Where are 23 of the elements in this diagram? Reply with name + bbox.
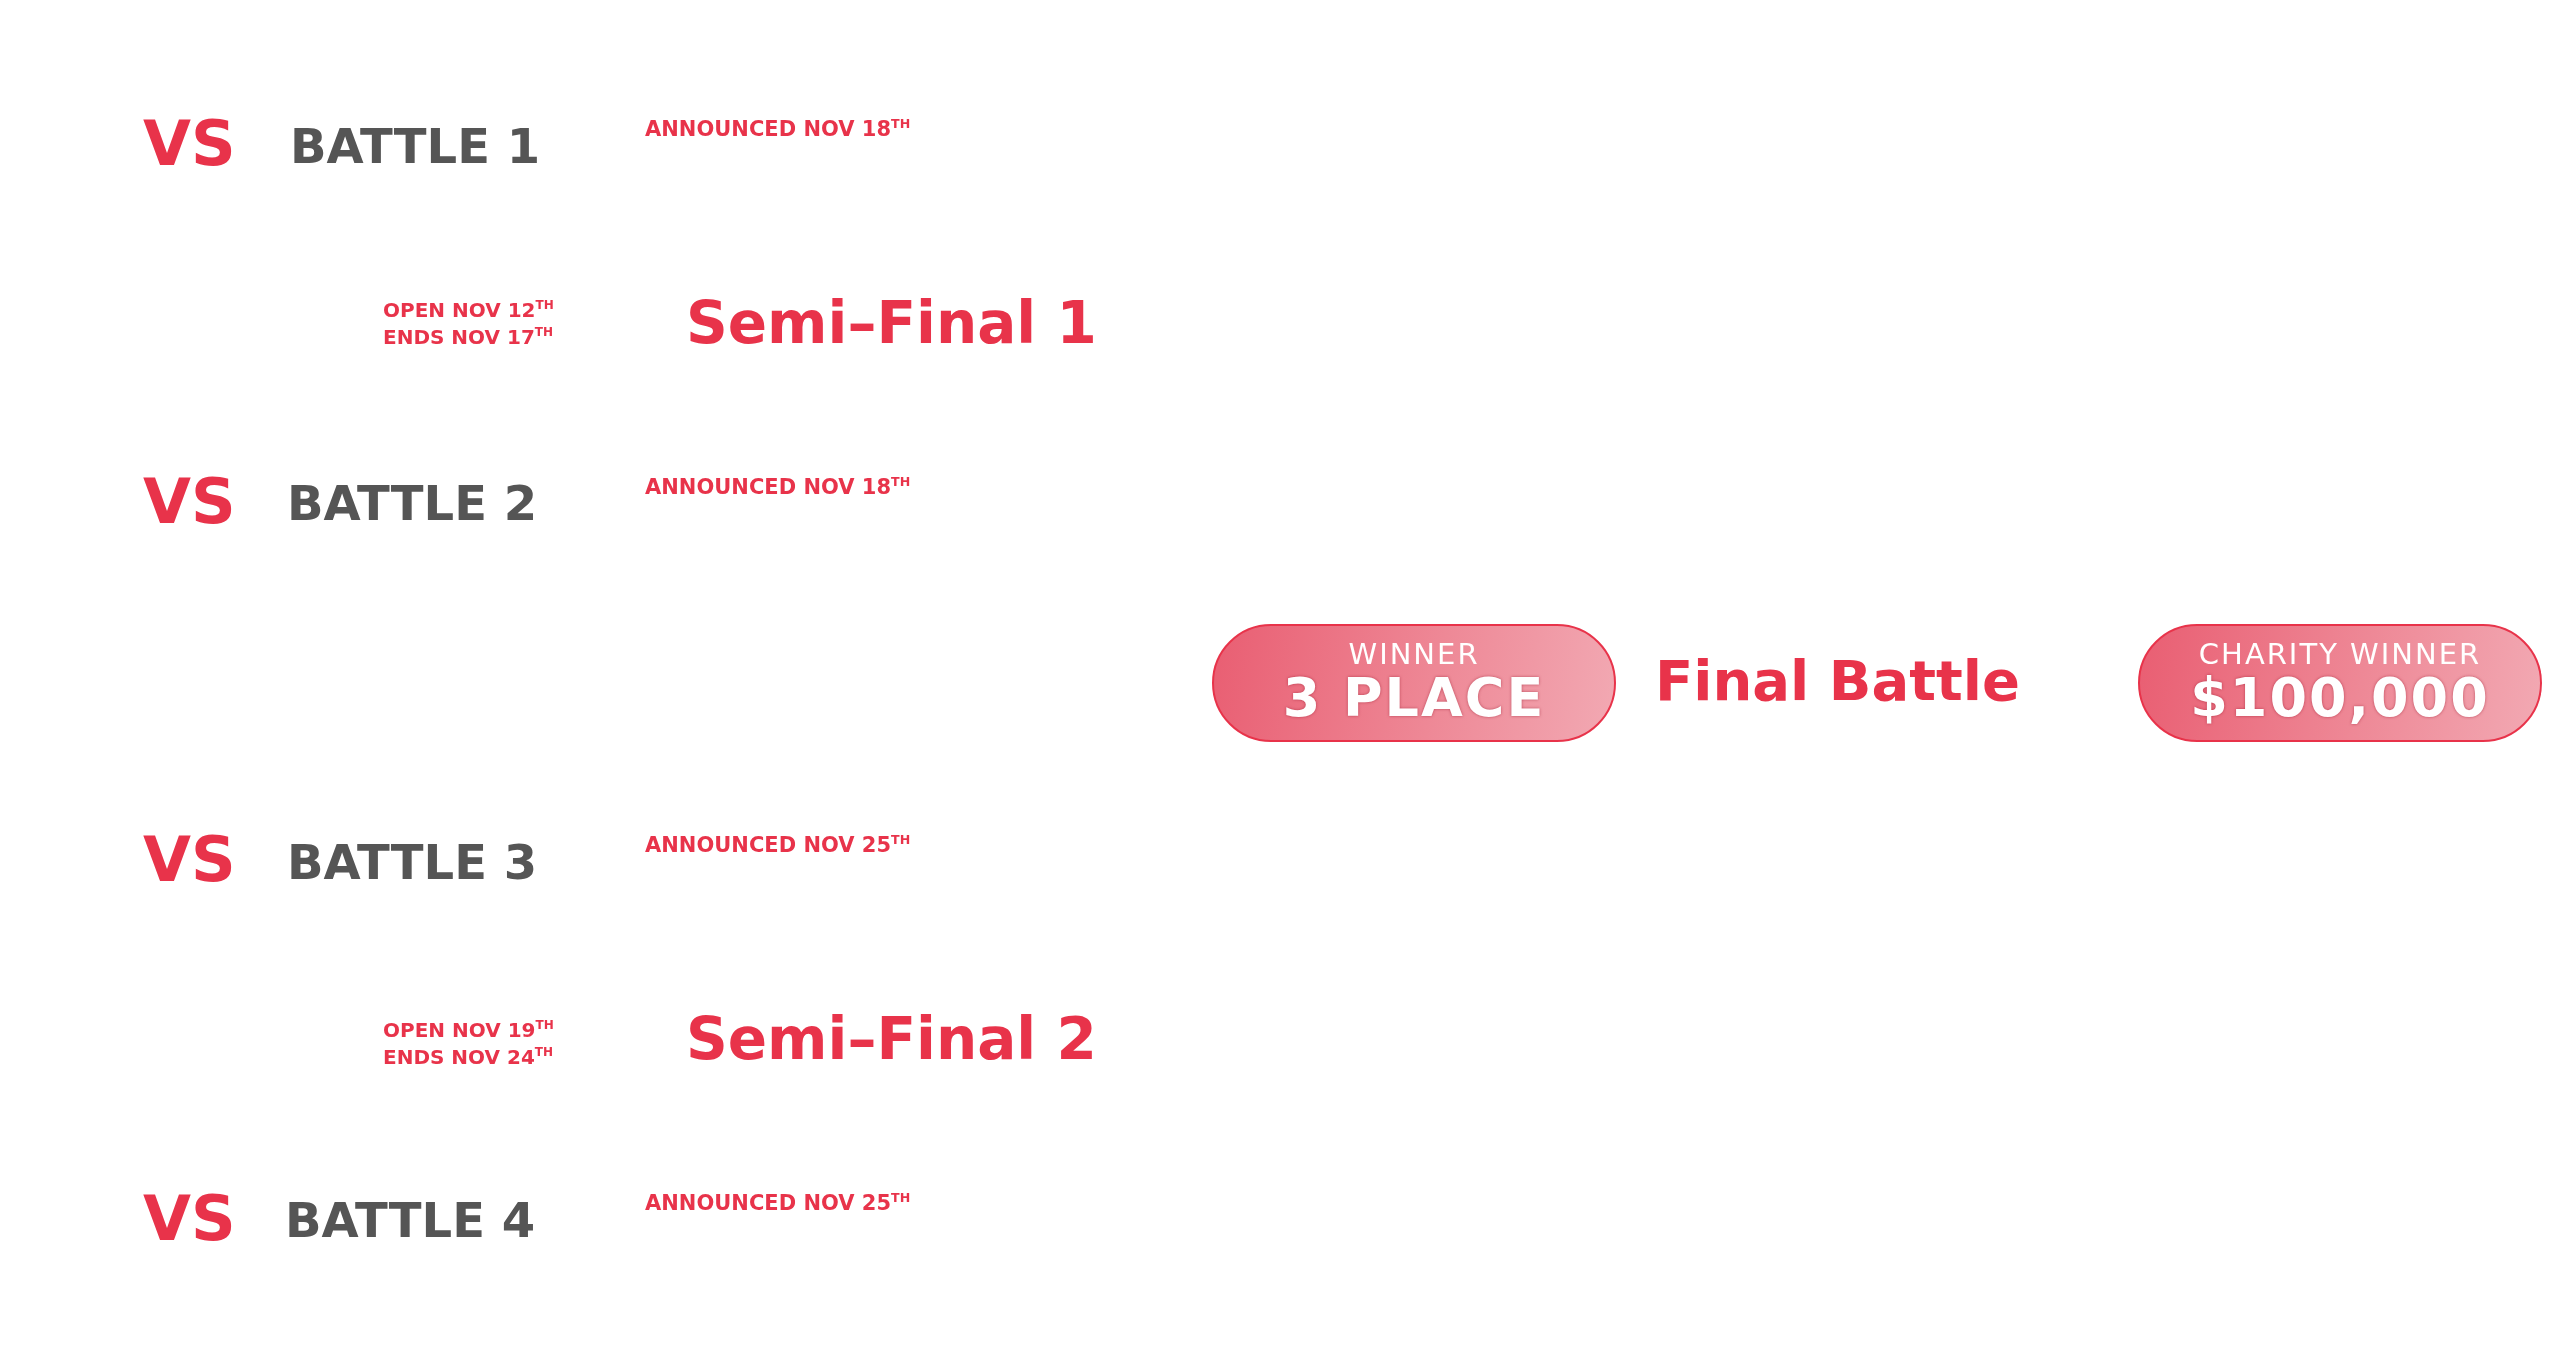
versus-text: VS — [143, 109, 236, 179]
announcement-date: ANNOUNCED NOV 18$^{TH}$ — [645, 476, 911, 500]
battle-title: BATTLE 1 — [290, 119, 541, 173]
battle-title: BATTLE 2 — [287, 476, 538, 530]
prize-value: $100,000 — [2190, 669, 2490, 727]
announcement-date: ANNOUNCED NOV 25$^{TH}$ — [645, 1192, 911, 1216]
versus-text: VS — [143, 825, 236, 895]
end-date: ENDS NOV 24$^{TH}$ — [383, 1046, 554, 1068]
battle-title: BATTLE 3 — [287, 835, 538, 889]
end-date: ENDS NOV 17$^{TH}$ — [383, 326, 554, 348]
battle-title: BATTLE 4 — [285, 1193, 536, 1247]
prize-value: 3 PLACE — [1282, 669, 1546, 727]
final-title: Final Battle — [1655, 650, 2020, 712]
round-title: Semi–Final 1 — [686, 292, 1097, 356]
announcement-date: ANNOUNCED NOV 25$^{TH}$ — [645, 834, 911, 858]
versus-text: VS — [143, 467, 236, 537]
announcement-date: ANNOUNCED NOV 18$^{TH}$ — [645, 118, 911, 142]
round-title: Semi–Final 2 — [686, 1008, 1097, 1072]
open-date: OPEN NOV 19$^{TH}$ — [383, 1019, 554, 1041]
prize-caption: CHARITY WINNER — [2198, 639, 2482, 670]
open-date: OPEN NOV 12$^{TH}$ — [383, 299, 554, 321]
versus-text: VS — [143, 1184, 236, 1254]
prize-caption: WINNER — [1348, 639, 1480, 670]
